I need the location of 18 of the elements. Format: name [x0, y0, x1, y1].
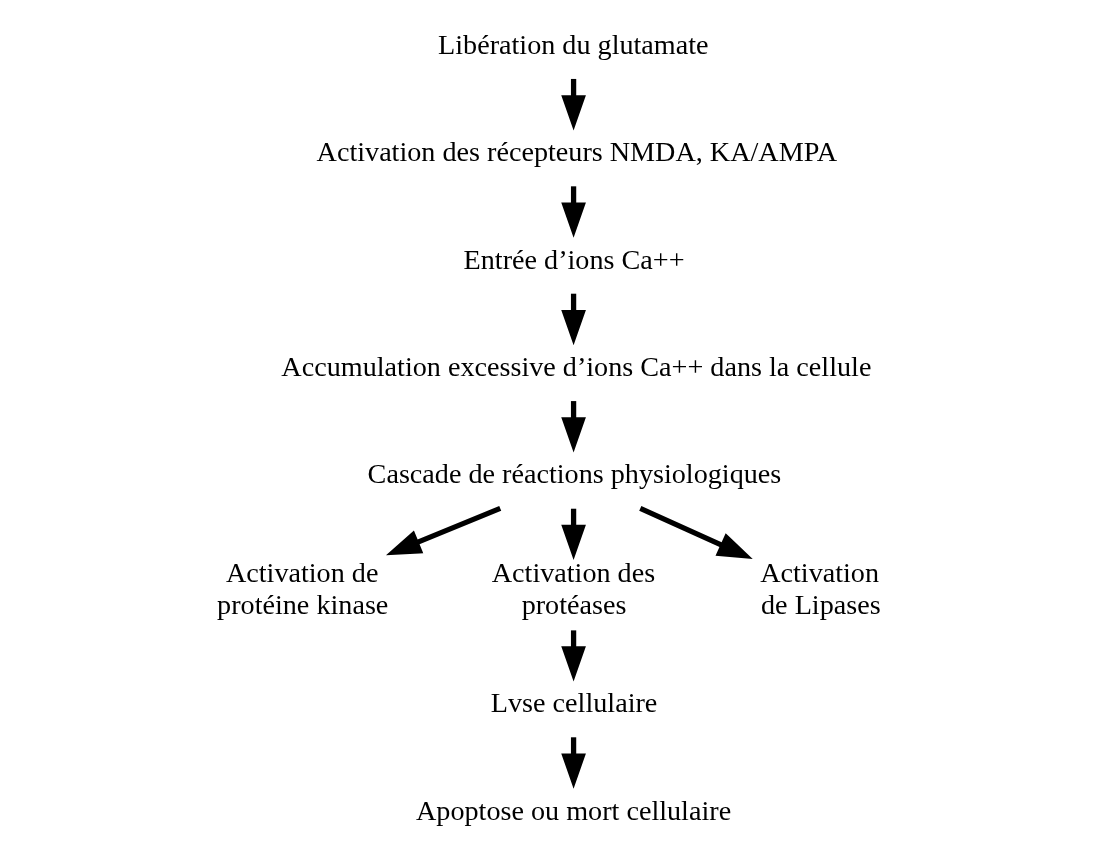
arrow: [560, 401, 586, 453]
arrow: [560, 78, 586, 131]
arrow: [385, 505, 501, 556]
arrow: [638, 506, 753, 560]
node-text: Entrée d’ions Ca++: [463, 243, 685, 275]
node-text: Apoptose ou mort cellulaire: [415, 794, 731, 826]
arrow: [560, 737, 586, 789]
node-text: Activation des récepteurs NMDA, KA/AMPA: [316, 136, 837, 168]
arrow: [560, 630, 586, 682]
arrow: [560, 186, 586, 238]
node-text: Lvse cellulaire: [490, 687, 657, 719]
node-text: Libération du glutamate: [437, 28, 709, 60]
node-text: Activation des protéases: [491, 556, 655, 620]
node-text: Cascade de réactions physiologiques: [367, 458, 781, 490]
arrow: [560, 293, 586, 346]
node-text: Activation de protéine kinase: [216, 556, 388, 620]
node-text: Accumulation excessive d’ions Ca++ dans la cellule: [280, 350, 871, 382]
node-text: Activation de Lipases: [759, 556, 881, 620]
